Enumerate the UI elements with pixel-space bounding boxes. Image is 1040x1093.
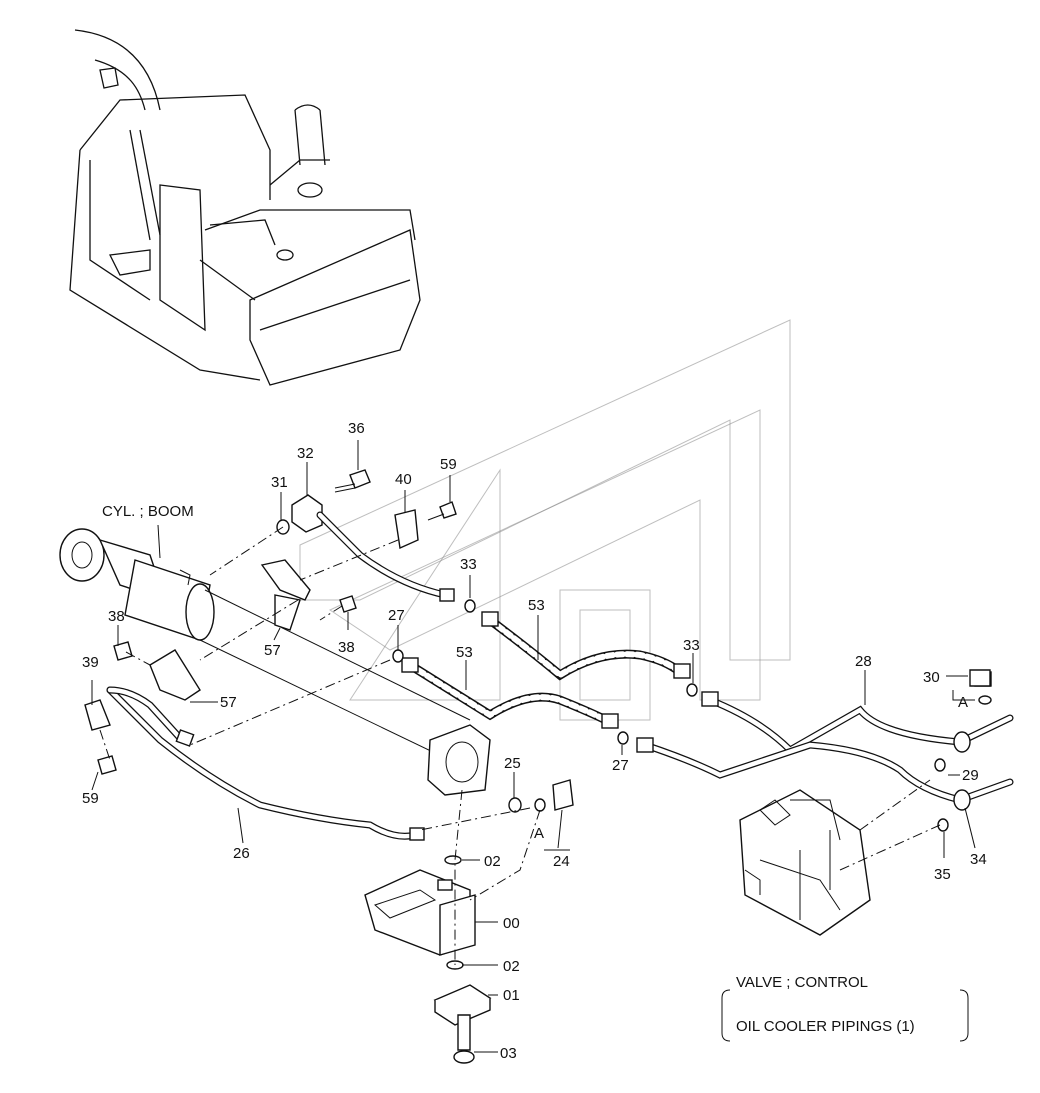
callout-31: 31 xyxy=(271,474,288,491)
callout-29: 29 xyxy=(962,767,979,784)
callout-57-left: 57 xyxy=(220,694,237,711)
callout-38-mid: 38 xyxy=(338,639,355,656)
cylinder-label: CYL. ; BOOM xyxy=(102,503,194,520)
callout-24: 24 xyxy=(553,853,570,870)
clamps xyxy=(84,509,419,731)
watermark-logo xyxy=(299,319,791,721)
title-line-1: VALVE ; CONTROL xyxy=(736,974,868,991)
small-parts xyxy=(97,469,991,832)
valve-block xyxy=(364,855,492,1064)
callout-03: 03 xyxy=(500,1045,517,1062)
callout-53-upper: 53 xyxy=(528,597,545,614)
title-box: VALVE ; CONTROL OIL COOLER PIPINGS (1) xyxy=(721,974,969,1042)
leader-lines xyxy=(91,440,976,1053)
callout-59-bottom: 59 xyxy=(82,790,99,807)
callout-28: 28 xyxy=(855,653,872,670)
detail-marker-a-left: A xyxy=(534,825,544,842)
callout-33-right: 33 xyxy=(683,637,700,654)
callout-02-lower: 02 xyxy=(503,958,520,975)
excavator-overview xyxy=(69,29,421,386)
callout-36: 36 xyxy=(348,420,365,437)
callout-25: 25 xyxy=(504,755,521,772)
callout-30: 30 xyxy=(923,669,940,686)
callout-01: 01 xyxy=(503,987,520,1004)
callout-26: 26 xyxy=(233,845,250,862)
callout-27-left: 27 xyxy=(388,607,405,624)
callout-38-left: 38 xyxy=(108,608,125,625)
pipe-32 xyxy=(291,494,455,602)
cylinder-label-leader xyxy=(157,524,161,559)
callout-labels: 36 32 31 40 59 33 53 53 33 28 30 A 38 27… xyxy=(82,420,987,1062)
title-line-2: OIL COOLER PIPINGS (1) xyxy=(736,1018,915,1035)
callout-27-right: 27 xyxy=(612,757,629,774)
hoses-53 xyxy=(401,611,691,729)
detail-marker-a-right: A xyxy=(958,694,968,711)
pipes-28-34 xyxy=(636,671,1014,811)
pipe-26 xyxy=(106,686,425,841)
connection-lines xyxy=(99,526,941,965)
callout-57-mid: 57 xyxy=(264,642,281,659)
callout-34: 34 xyxy=(970,851,987,868)
callout-39: 39 xyxy=(82,654,99,671)
callout-02-upper: 02 xyxy=(484,853,501,870)
callout-59-top: 59 xyxy=(440,456,457,473)
callout-33-left: 33 xyxy=(460,556,477,573)
callout-32: 32 xyxy=(297,445,314,462)
control-valve xyxy=(739,789,871,936)
callout-35: 35 xyxy=(934,866,951,883)
boom-cylinder xyxy=(59,528,491,796)
callout-40: 40 xyxy=(395,471,412,488)
callout-00: 00 xyxy=(503,915,520,932)
callout-53-lower: 53 xyxy=(456,644,473,661)
